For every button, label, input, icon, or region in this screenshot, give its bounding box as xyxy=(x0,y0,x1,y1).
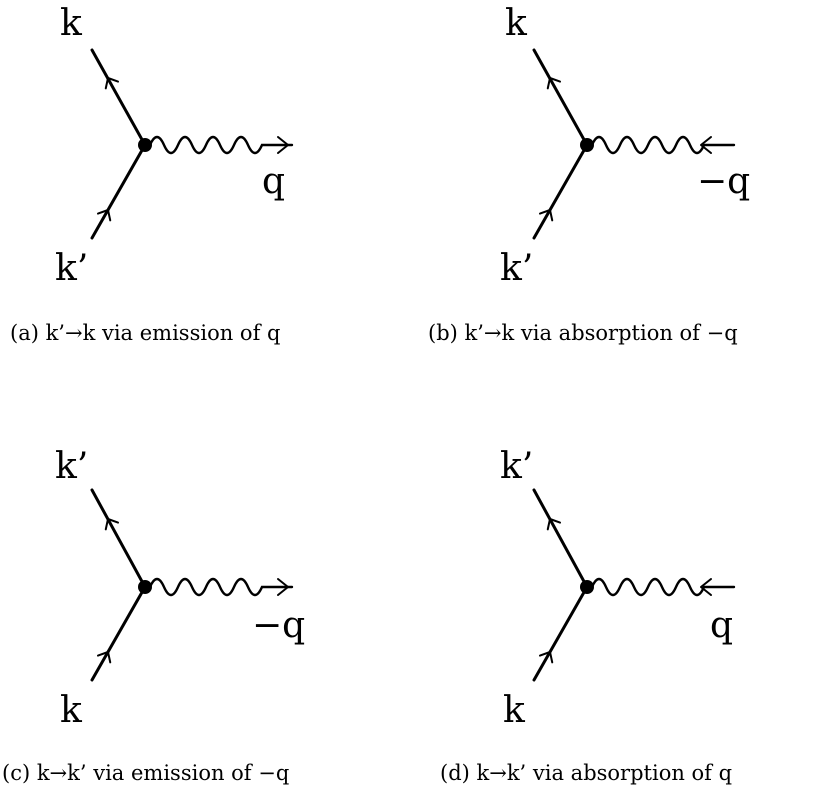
panel-d-boson-label: q xyxy=(710,605,733,646)
panel-d-bottom-label: k xyxy=(503,690,526,731)
panel-c: k’ k −q (c) k→k’ via emission of −q xyxy=(2,446,305,785)
panel-b: k k’ −q (b) k’→k via absorption of −q xyxy=(428,3,750,345)
panel-b-top-label: k xyxy=(505,3,528,44)
panel-b-photon-wavy-line xyxy=(590,135,736,155)
panel-d: k’ k q (d) k→k’ via absorption of q xyxy=(440,446,736,785)
panel-a: k k’ q (a) k’→k via emission of q xyxy=(10,3,294,345)
panel-a-photon-arrow-icon xyxy=(277,136,289,154)
panel-c-incoming-fermion-arrow-icon xyxy=(96,651,112,664)
panel-a-top-label: k xyxy=(60,3,83,44)
panel-d-top-label: k’ xyxy=(500,446,533,487)
panel-b-caption: (b) k’→k via absorption of −q xyxy=(428,321,738,345)
panel-c-incoming-fermion-line xyxy=(90,585,147,682)
panel-a-incoming-fermion-arrow-icon xyxy=(96,209,112,222)
panel-c-photon-wavy-line xyxy=(148,577,294,597)
panel-a-caption: (a) k’→k via emission of q xyxy=(10,321,280,345)
panel-b-bottom-label: k’ xyxy=(500,248,533,289)
panel-d-incoming-fermion-line xyxy=(532,585,589,682)
panel-b-incoming-fermion-arrow-icon xyxy=(538,209,554,222)
panel-b-incoming-fermion-line xyxy=(532,143,589,240)
panel-a-bottom-label: k’ xyxy=(55,248,88,289)
panel-d-vertex-dot xyxy=(580,580,594,594)
panel-d-photon-arrow-icon xyxy=(700,578,712,596)
panel-b-boson-label: −q xyxy=(697,161,750,202)
panel-a-vertex-dot xyxy=(138,138,152,152)
panel-c-top-label: k’ xyxy=(55,446,88,487)
panel-a-boson-label: q xyxy=(262,161,285,202)
panel-a-outgoing-fermion-arrow-icon xyxy=(104,77,120,90)
panel-a-incoming-fermion-line xyxy=(90,143,147,240)
panel-c-boson-label: −q xyxy=(252,605,305,646)
panel-d-incoming-fermion-arrow-icon xyxy=(538,651,554,664)
panel-b-outgoing-fermion-arrow-icon xyxy=(546,77,562,90)
panel-a-outgoing-fermion-line xyxy=(90,48,147,147)
panel-a-photon-wavy-line xyxy=(148,135,294,155)
panel-b-photon-arrow-icon xyxy=(700,136,712,154)
panel-d-caption: (d) k→k’ via absorption of q xyxy=(440,761,732,785)
panel-c-vertex-dot xyxy=(138,580,152,594)
panel-d-photon-wavy-line xyxy=(590,577,736,597)
panel-c-bottom-label: k xyxy=(60,690,83,731)
panel-c-photon-arrow-icon xyxy=(277,578,289,596)
panel-c-caption: (c) k→k’ via emission of −q xyxy=(2,761,289,785)
panel-b-vertex-dot xyxy=(580,138,594,152)
panel-b-outgoing-fermion-line xyxy=(532,48,589,147)
panel-c-outgoing-fermion-line xyxy=(90,488,147,589)
panel-d-outgoing-fermion-arrow-icon xyxy=(546,518,562,531)
panel-d-outgoing-fermion-line xyxy=(532,488,589,589)
panel-c-outgoing-fermion-arrow-icon xyxy=(104,518,120,531)
